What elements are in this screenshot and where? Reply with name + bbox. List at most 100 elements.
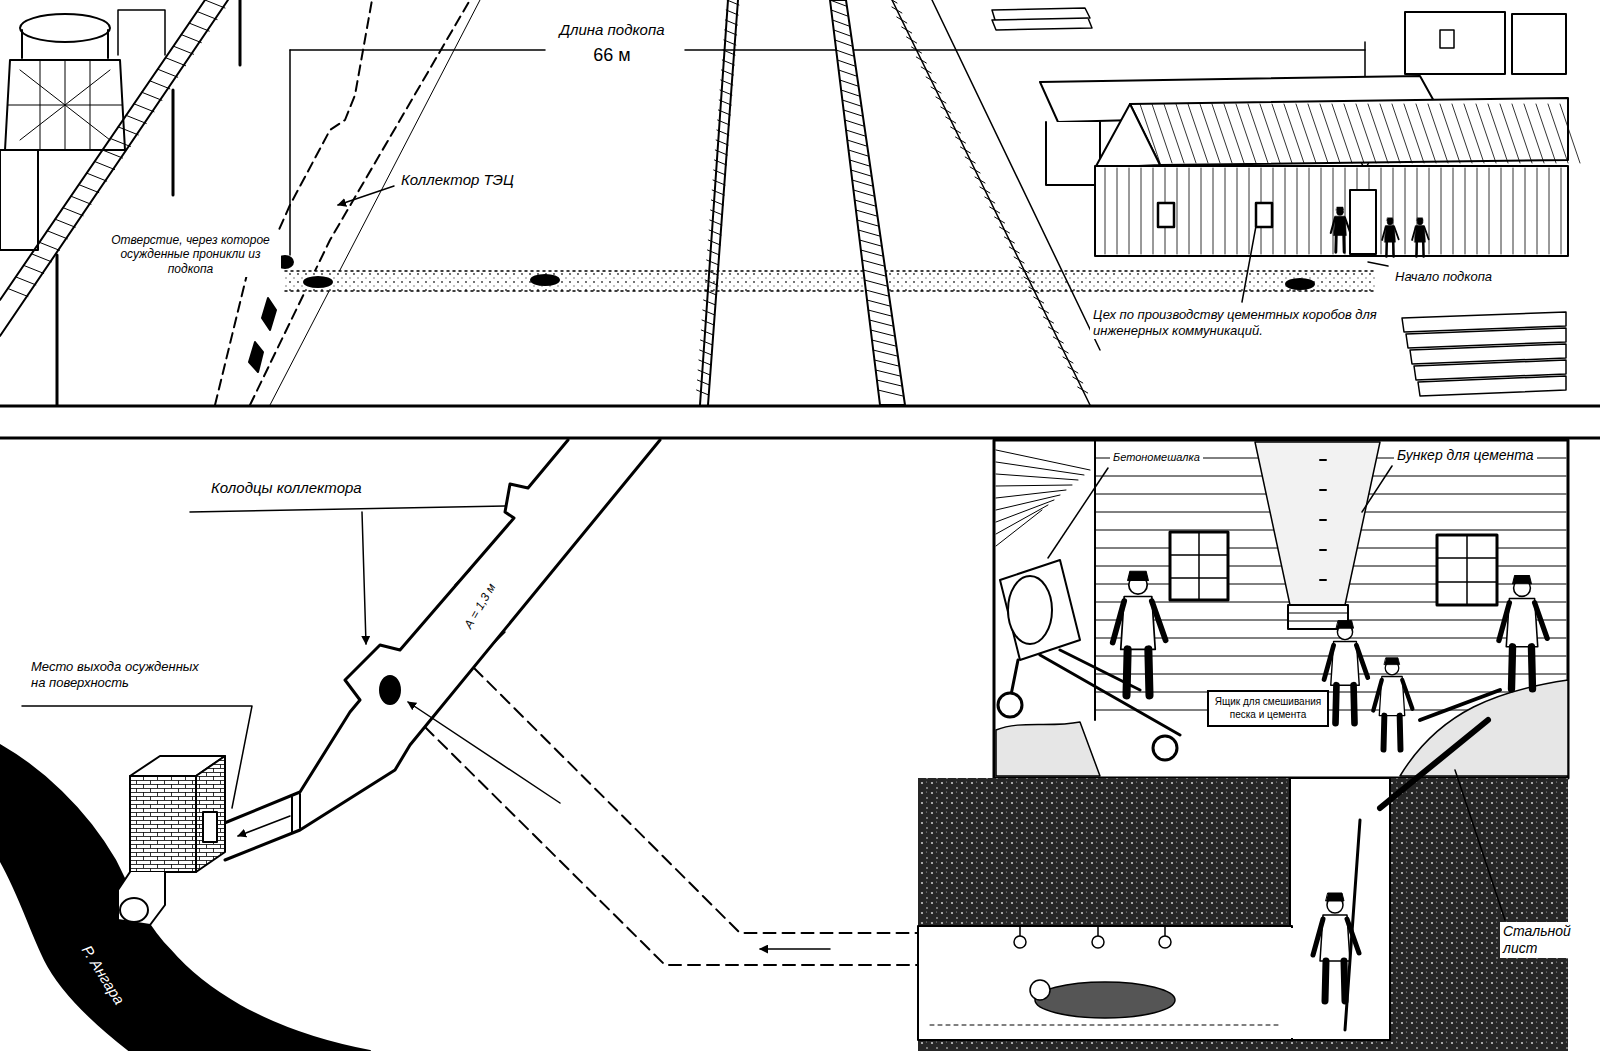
route-arrow — [408, 702, 560, 803]
shovel — [1420, 690, 1500, 720]
person-arms — [1331, 218, 1350, 233]
tower-top — [20, 14, 110, 42]
callout-label: Бункер для цемента — [1394, 446, 1537, 465]
window — [1170, 532, 1228, 600]
person-hat — [1128, 571, 1149, 580]
rotated-label: А = 1,3 м — [459, 578, 501, 635]
outlet-front — [130, 776, 196, 872]
window — [1437, 535, 1497, 605]
small-figure — [1412, 218, 1429, 257]
cement-bunker — [1255, 442, 1380, 605]
person-legs — [1336, 236, 1344, 253]
collector-dashed — [250, 0, 470, 405]
person-legs — [1512, 647, 1533, 689]
tunnel-band — [285, 271, 1375, 291]
leader-line — [1242, 226, 1256, 302]
tunnel-section — [918, 926, 1292, 1040]
window — [1256, 203, 1272, 227]
barbed-wire — [697, 0, 739, 395]
person-legs — [1416, 242, 1423, 256]
tunnel-edge — [285, 271, 1375, 291]
lamp — [1092, 936, 1104, 948]
dimension-tick — [455, 570, 505, 647]
escape-hole — [380, 676, 400, 704]
callout-label: Длина подкопа — [556, 20, 667, 40]
fence-line — [700, 0, 738, 405]
small-house — [1405, 12, 1505, 74]
person-hat — [1336, 621, 1353, 629]
tunnel-joint — [1288, 928, 1294, 1038]
outlet-door — [203, 812, 217, 842]
dirt-mound — [996, 722, 1100, 776]
crawling-figure — [304, 277, 332, 287]
person-arms — [1382, 227, 1399, 240]
callout-label: Отверстие, через которое осужденные прон… — [100, 232, 281, 277]
window — [1158, 203, 1174, 227]
collector-joint — [292, 794, 300, 832]
lamp-poles — [57, 0, 240, 405]
window-frame — [1170, 532, 1228, 600]
leader-line — [1368, 262, 1388, 266]
front-gable — [1095, 104, 1160, 168]
callout-label: Цех по производству цементных коробов дл… — [1090, 306, 1388, 339]
mixer-frame — [1010, 650, 1180, 735]
collector-wall — [225, 440, 660, 860]
worker-figure — [1324, 621, 1368, 724]
leader-line — [1362, 466, 1392, 512]
leader-arrow — [338, 186, 394, 205]
person-hat — [1417, 218, 1423, 221]
person-arms — [1412, 227, 1429, 240]
roof-ribs — [1140, 104, 1580, 163]
crawling-digger — [1035, 982, 1175, 1018]
callout-label: Коллектор ТЭЦ — [398, 170, 517, 190]
door — [1350, 190, 1376, 254]
lamp-wire — [1164, 926, 1166, 936]
mixer-mouth — [1008, 576, 1052, 644]
steel-sheet — [1380, 720, 1488, 808]
person-arms — [1499, 603, 1547, 641]
access-shaft — [1290, 778, 1390, 1040]
underground-soil — [918, 778, 1568, 1051]
slab-stack — [1418, 376, 1566, 396]
dimension-line — [290, 49, 1365, 51]
wall-hatch — [996, 450, 1090, 546]
box-text: Ящик для смешивания песка и цемента — [1213, 696, 1323, 721]
person-legs — [1386, 242, 1393, 256]
tower-annex — [118, 10, 165, 55]
mixer-wheel — [998, 693, 1022, 717]
tower-lattice — [8, 60, 122, 150]
mixer-drum — [1000, 560, 1080, 660]
fence-line — [0, 0, 228, 336]
window — [1440, 30, 1454, 48]
lamp — [1014, 936, 1026, 948]
callout-label: Колодцы коллектора — [208, 478, 365, 498]
leader-arrow — [362, 512, 366, 644]
slab-stack — [992, 8, 1092, 30]
bunker-gate-grid — [1288, 613, 1348, 621]
person-hat — [1513, 575, 1532, 583]
worker-figure — [1113, 571, 1166, 695]
person-legs — [1384, 716, 1401, 750]
leader-line — [1455, 770, 1505, 920]
mixer-wheel — [1153, 736, 1177, 760]
climbing-figure — [249, 298, 276, 372]
guard-figure — [1499, 575, 1547, 688]
shovel — [1345, 820, 1360, 1030]
person-arms — [1113, 601, 1166, 642]
worker-figure — [1373, 658, 1412, 750]
digger-head — [1030, 980, 1050, 1000]
person-legs — [1336, 685, 1355, 723]
leader-line — [190, 506, 505, 512]
person-hat — [1336, 207, 1344, 210]
back-barrack-wall — [1046, 122, 1100, 185]
window-frame — [1437, 535, 1497, 605]
road-line — [270, 0, 480, 405]
side-building — [0, 150, 38, 250]
crawling-figure — [531, 275, 559, 285]
tunnel-floor — [930, 1025, 1280, 1026]
leader-line — [1048, 468, 1108, 558]
person-arms — [1373, 680, 1412, 711]
person-legs — [1127, 649, 1150, 695]
fence-slats — [830, 0, 903, 396]
